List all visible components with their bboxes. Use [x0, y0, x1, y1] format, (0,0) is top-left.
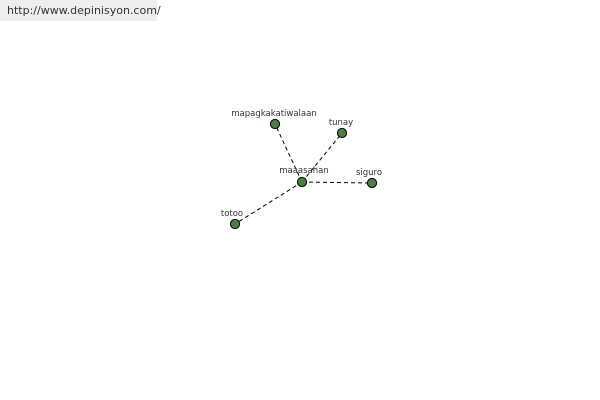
- edge-maaasahan-mapagkakatiwalaan: [274, 123, 303, 183]
- node-tunay[interactable]: [336, 127, 348, 139]
- node-label-maaasahan[interactable]: maaasahan: [279, 166, 329, 176]
- node-totoo[interactable]: [229, 218, 241, 230]
- node-label-siguro[interactable]: siguro: [356, 168, 382, 178]
- node-maaasahan[interactable]: [296, 176, 308, 188]
- node-label-tunay[interactable]: tunay: [329, 118, 353, 128]
- edge-maaasahan-totoo: [234, 181, 303, 225]
- edges-layer: [234, 123, 373, 225]
- edge-maaasahan-siguro: [301, 181, 373, 184]
- node-label-mapagkakatiwalaan[interactable]: mapagkakatiwalaan: [231, 109, 316, 119]
- source-url[interactable]: http://www.depinisyon.com/: [0, 0, 161, 21]
- nodes-layer: maaasahan mapagkakatiwalaan tunay siguro tot…: [221, 109, 382, 230]
- edge-maaasahan-tunay: [301, 132, 343, 183]
- node-siguro[interactable]: [366, 177, 378, 189]
- node-label-totoo[interactable]: totoo: [221, 209, 243, 219]
- node-mapagkakatiwalaan[interactable]: [269, 118, 281, 130]
